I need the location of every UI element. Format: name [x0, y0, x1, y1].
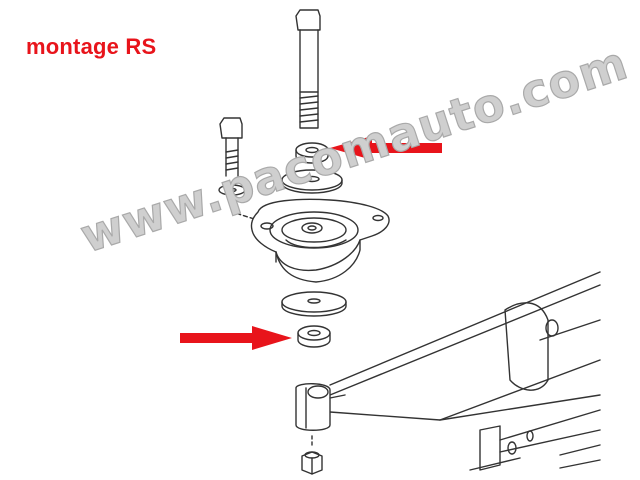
- page-title: montage RS: [26, 34, 157, 59]
- subframe: [329, 271, 601, 471]
- lower-flat-washer: [281, 291, 347, 317]
- long-bolt: [295, 9, 321, 129]
- lower-thick-washer: [297, 325, 331, 348]
- frame-bushing: [295, 383, 346, 431]
- small-bolt: [219, 117, 243, 177]
- engine-mount: [250, 198, 390, 283]
- arrow-right-icon: [180, 326, 292, 350]
- bottom-nut: [301, 435, 323, 475]
- top-thick-washer: [295, 142, 329, 164]
- small-washer: [218, 184, 246, 196]
- arrow-left-icon: [330, 136, 442, 160]
- upper-flat-washer: [281, 169, 343, 194]
